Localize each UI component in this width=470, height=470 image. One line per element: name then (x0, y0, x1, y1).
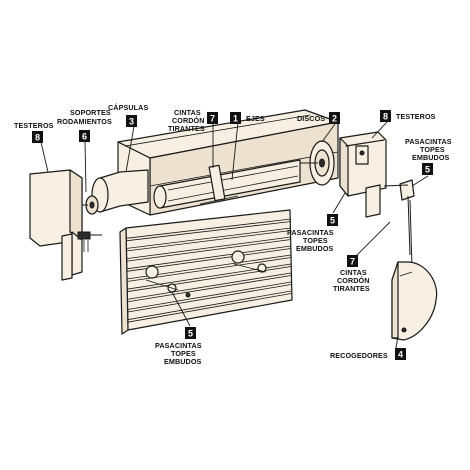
label-testeros-left: TESTEROS 8 (14, 121, 54, 143)
svg-text:5: 5 (188, 329, 193, 339)
right-end-cap (339, 131, 387, 218)
svg-text:TOPES: TOPES (303, 236, 328, 245)
svg-text:TOPES: TOPES (171, 349, 196, 358)
leader-lines (39, 121, 429, 349)
svg-text:8: 8 (35, 133, 40, 143)
svg-text:RODAMIENTOS: RODAMIENTOS (57, 117, 112, 126)
svg-text:CÁPSULAS: CÁPSULAS (108, 103, 148, 112)
label-pasacintas-mid: 5 PASACINTAS TOPES EMBUDOS (287, 214, 338, 253)
label-recogedores: RECOGEDORES 4 (330, 348, 406, 360)
svg-text:3: 3 (129, 117, 134, 127)
label-pasacintas-right: PASACINTAS TOPES EMBUDOS 5 (405, 137, 452, 175)
svg-text:EMBUDOS: EMBUDOS (296, 244, 334, 253)
label-pasacintas-bottom: 5 PASACINTAS TOPES EMBUDOS (155, 327, 202, 366)
slat-line (126, 236, 292, 259)
svg-text:CORDÓN: CORDÓN (337, 276, 370, 285)
axle (153, 159, 301, 209)
label-soportes-rodamientos: SOPORTES RODAMIENTOS 6 (57, 108, 112, 142)
slat-line (126, 293, 292, 323)
slat-line (126, 230, 292, 252)
label-cintas-right: 7 CINTAS CORDÓN TIRANTES (333, 255, 370, 293)
label-capsulas: CÁPSULAS 3 (108, 103, 148, 127)
svg-text:CINTAS: CINTAS (340, 268, 367, 277)
svg-text:CORDÓN: CORDÓN (172, 116, 205, 125)
slat-line (126, 272, 292, 300)
svg-text:EMBUDOS: EMBUDOS (164, 357, 202, 366)
svg-text:PASACINTAS: PASACINTAS (405, 137, 452, 146)
slat-line (126, 284, 292, 313)
slat-panel (119, 209, 293, 335)
svg-text:TOPES: TOPES (420, 145, 445, 154)
svg-text:8: 8 (383, 112, 388, 122)
capsule-bearing (82, 169, 149, 215)
slat-line (126, 221, 292, 242)
svg-text:TESTEROS: TESTEROS (14, 121, 54, 130)
slat-line (126, 245, 292, 270)
strap-guide (399, 179, 415, 256)
slat-line (126, 239, 292, 262)
slat-line (126, 290, 292, 321)
svg-text:RECOGEDORES: RECOGEDORES (330, 351, 388, 360)
svg-text:7: 7 (350, 257, 355, 267)
svg-text:TIRANTES: TIRANTES (333, 284, 370, 293)
label-discos: DISCOS 2 (297, 112, 340, 124)
svg-text:EJES: EJES (246, 114, 265, 123)
svg-text:PASACINTAS: PASACINTAS (287, 228, 334, 237)
svg-text:TIRANTES: TIRANTES (168, 124, 205, 133)
svg-text:PASACINTAS: PASACINTAS (155, 341, 202, 350)
svg-text:2: 2 (332, 114, 337, 124)
strap-cord (383, 184, 413, 269)
svg-text:1: 1 (233, 114, 238, 124)
svg-text:SOPORTES: SOPORTES (70, 108, 111, 117)
left-end-cap (29, 169, 102, 281)
svg-text:TESTEROS: TESTEROS (396, 112, 436, 121)
svg-text:5: 5 (425, 165, 430, 175)
svg-text:CINTAS: CINTAS (174, 108, 201, 117)
label-cintas-top: CINTAS CORDÓN TIRANTES 7 (168, 108, 218, 133)
svg-text:6: 6 (82, 132, 87, 142)
label-ejes: 1 EJES (230, 112, 265, 124)
svg-text:DISCOS: DISCOS (297, 114, 325, 123)
slat-line (126, 281, 292, 310)
disc (300, 140, 335, 186)
slat-line (126, 227, 292, 249)
label-testeros-right: 8 TESTEROS (380, 110, 436, 122)
svg-text:7: 7 (210, 114, 215, 124)
slat-line (126, 218, 292, 239)
strap-winder (391, 261, 438, 341)
svg-text:4: 4 (398, 350, 403, 360)
svg-text:EMBUDOS: EMBUDOS (412, 153, 450, 162)
slat-line (126, 275, 292, 303)
svg-text:5: 5 (330, 216, 335, 226)
